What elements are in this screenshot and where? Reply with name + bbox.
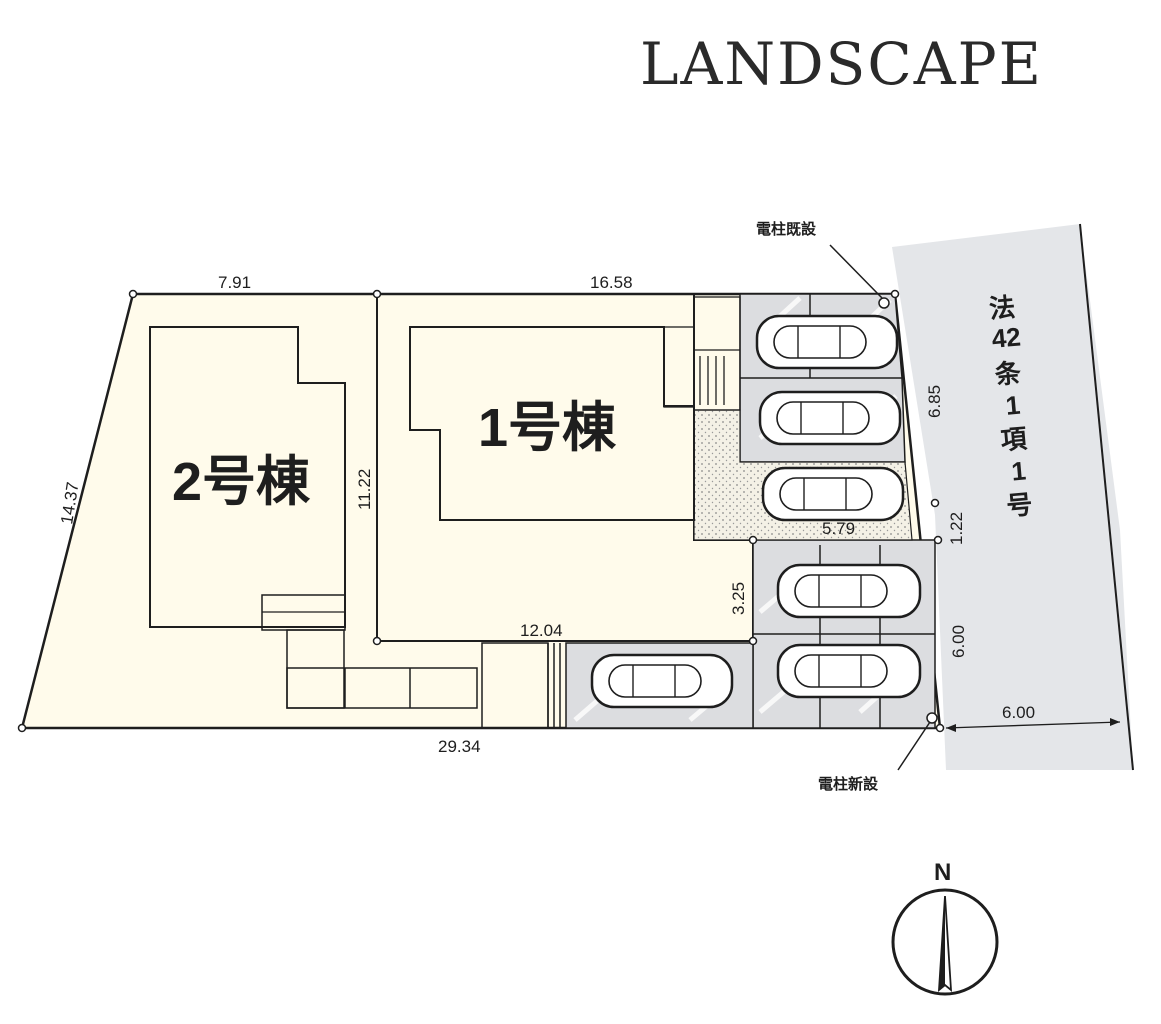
- new-pole-marker: [926, 712, 938, 724]
- dim-inner-vertical: 3.25: [729, 582, 748, 615]
- road-label-char: 法: [988, 292, 1017, 324]
- survey-points: [17, 289, 945, 733]
- road-area: [892, 224, 1133, 770]
- north-compass-icon: N: [891, 859, 999, 996]
- building-1-label: 1号棟: [478, 398, 617, 458]
- existing-pole-label: 電柱既設: [756, 220, 817, 238]
- new-pole-label: 電柱新設: [818, 775, 879, 793]
- car-icon-4: [776, 563, 922, 619]
- car-icon-3: [761, 466, 905, 522]
- dim-inner-horizontal: 5.79: [822, 519, 855, 538]
- road-label-char: 条: [994, 357, 1024, 389]
- page-title: LANDSCAPE: [640, 30, 1044, 98]
- building-2-footprint: [149, 326, 346, 628]
- dim-middle-vertical: 11.22: [355, 469, 374, 510]
- dim-right-upper: 6.85: [925, 385, 944, 418]
- dim-right-small: 1.22: [947, 512, 966, 545]
- dim-lower-middle: 12.04: [520, 621, 563, 640]
- dim-top-left: 7.91: [218, 273, 251, 292]
- road-label: 法 42 条 1 項 1 号: [988, 292, 1034, 521]
- dim-right-lower: 6.00: [949, 625, 968, 658]
- compass-label: N: [934, 859, 951, 886]
- car-icon-1: [755, 314, 899, 370]
- building-2-label: 2号棟: [172, 452, 311, 512]
- road-edge-line: [1079, 223, 1134, 771]
- car-icon-2: [758, 390, 902, 446]
- road-width-arrow: [945, 721, 1121, 729]
- dim-bottom: 29.34: [438, 737, 481, 756]
- building-2-walkway: [286, 629, 561, 729]
- road-label-char: 1: [1004, 390, 1021, 421]
- dim-top-right: 16.58: [590, 273, 633, 292]
- road-label-char: 号: [1005, 489, 1034, 521]
- building-1-entrance: [663, 296, 741, 411]
- existing-pole-marker: [878, 297, 890, 309]
- road-label-char: 項: [999, 423, 1029, 455]
- car-icon-5: [776, 643, 922, 699]
- dim-road-width: 6.00: [1002, 703, 1035, 722]
- road-label-char: 1: [1010, 456, 1027, 487]
- car-icon-6: [590, 653, 734, 709]
- road-label-char: 42: [991, 321, 1022, 353]
